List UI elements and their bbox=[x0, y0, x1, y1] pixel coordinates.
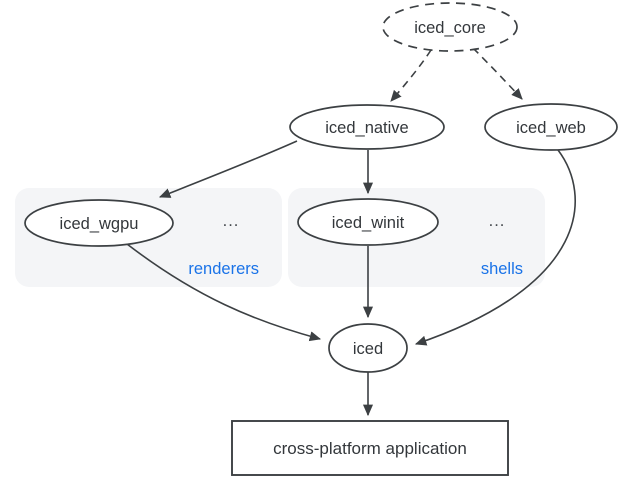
node-iced_wgpu-shape bbox=[24, 199, 174, 247]
node-iced_winit-shape bbox=[297, 198, 439, 246]
node-iced_core: iced_core bbox=[382, 2, 518, 52]
renderers-group-label: renderers bbox=[188, 260, 259, 278]
renderers-ellipsis: ... bbox=[223, 212, 240, 230]
node-iced_web-label: iced_web bbox=[516, 119, 586, 137]
node-iced_winit-label: iced_winit bbox=[332, 214, 405, 232]
node-iced_web-shape bbox=[484, 103, 618, 151]
shells-group-label: shells bbox=[481, 260, 523, 278]
node-iced_native-label: iced_native bbox=[325, 119, 408, 137]
node-iced_winit: iced_winit bbox=[297, 198, 439, 246]
edge-iced_wgpu-iced bbox=[126, 243, 322, 342]
node-iced_core-label: iced_core bbox=[414, 19, 486, 37]
node-iced_native-shape bbox=[289, 104, 445, 150]
node-iced-shape bbox=[328, 323, 408, 373]
node-iced_wgpu-label: iced_wgpu bbox=[60, 215, 139, 233]
edge-iced_core-iced_web bbox=[472, 47, 523, 100]
node-iced-label: iced bbox=[353, 340, 383, 358]
edge-iced_core-iced_native bbox=[390, 49, 432, 102]
node-cross-platform-application: cross-platform application bbox=[231, 420, 509, 476]
node-iced_core-shape bbox=[382, 2, 518, 52]
node-iced_web: iced_web bbox=[484, 103, 618, 151]
node-iced: iced bbox=[328, 323, 408, 373]
node-cross-platform-application-shape bbox=[231, 420, 509, 476]
node-cross-platform-application-label: cross-platform application bbox=[273, 439, 467, 458]
node-iced_native: iced_native bbox=[289, 104, 445, 150]
shells-ellipsis: ... bbox=[489, 212, 506, 230]
edge-iced_web-iced bbox=[414, 149, 576, 346]
edge-iced_native-iced_wgpu bbox=[158, 140, 298, 198]
node-iced_wgpu: iced_wgpu bbox=[24, 199, 174, 247]
